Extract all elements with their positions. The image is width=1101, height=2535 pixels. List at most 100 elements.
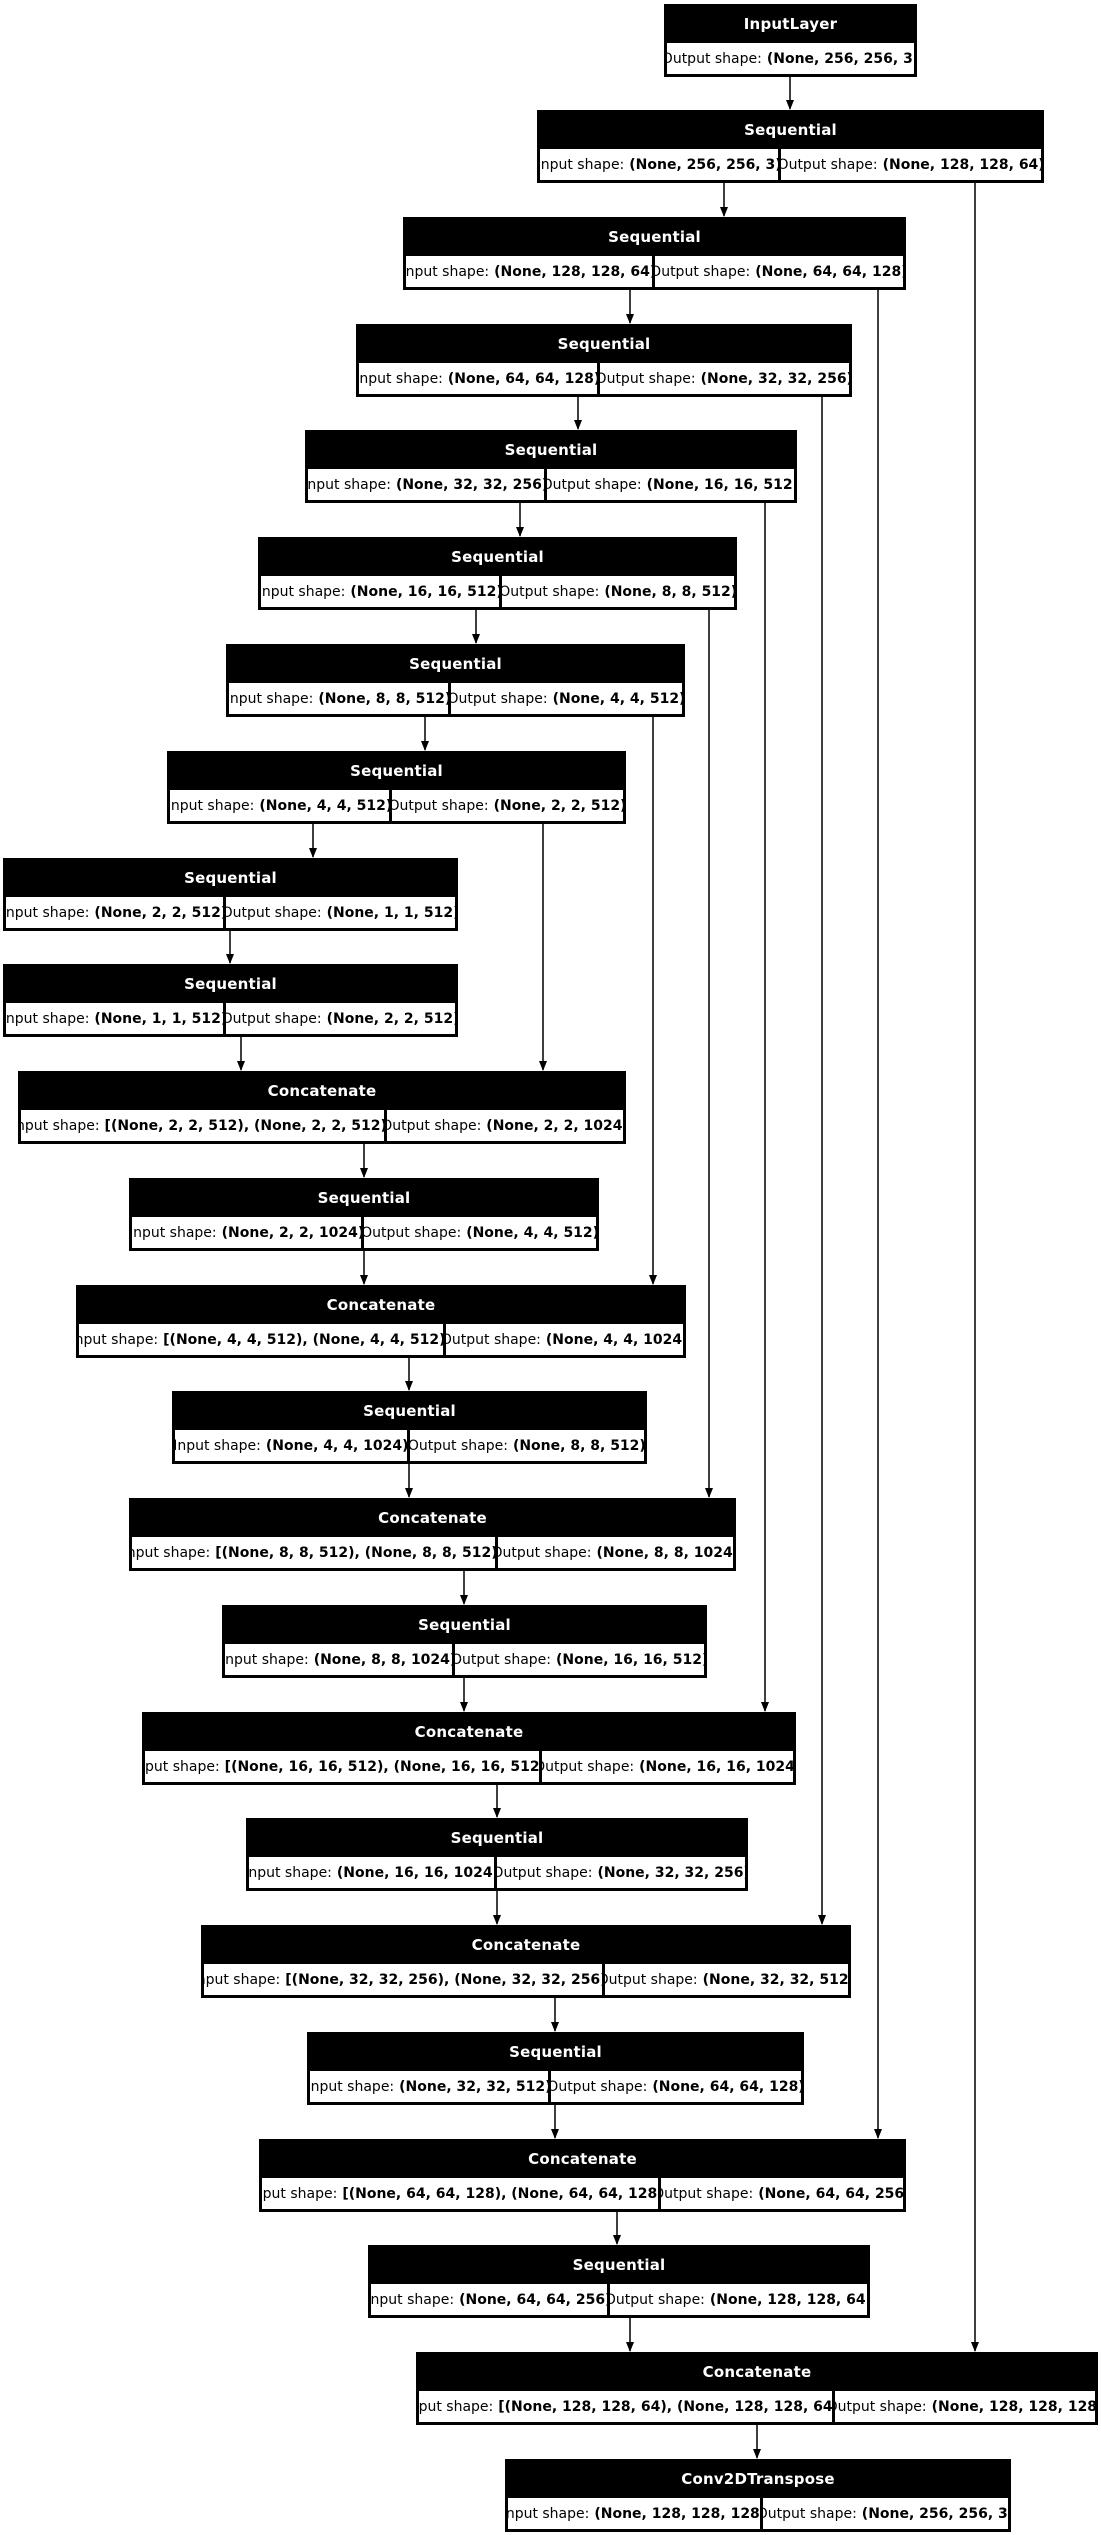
layer-type-title: Sequential: [184, 974, 277, 993]
output-shape-value: (None, 64, 64, 256): [758, 2185, 903, 2202]
input-shape-value: [(None, 8, 8, 512), (None, 8, 8, 512)]: [215, 1544, 495, 1561]
input-shape-label: Input shape:: [225, 1651, 309, 1668]
input-shape-label: Input shape:: [419, 2398, 494, 2415]
output-shape-label: Output shape:: [835, 2398, 927, 2415]
shape-row: Input shape:(None, 4, 4, 512)Output shap…: [167, 790, 626, 824]
layer-type-title: Sequential: [504, 440, 598, 459]
input-shape-label: Input shape:: [249, 1864, 332, 1881]
layer-type-title: Concatenate: [471, 1935, 581, 1954]
input-shape-label: Input shape:: [204, 1971, 281, 1988]
output-shape-label: Output shape:: [451, 690, 548, 707]
input-shape-value: (None, 128, 128, 64): [494, 263, 652, 280]
input-shape-value: (None, 256, 256, 3): [629, 156, 779, 173]
input-shape-label: Input shape:: [6, 904, 90, 921]
shape-row: Input shape:[(None, 16, 16, 512), (None,…: [142, 1751, 796, 1785]
output-shape-value: (None, 4, 4, 512): [466, 1224, 596, 1241]
input-shape-cell: Input shape:(None, 128, 128, 128): [508, 2498, 760, 2529]
output-shape-value: (None, 4, 4, 1024): [545, 1331, 683, 1348]
input-shape-cell: Input shape:(None, 8, 8, 1024): [225, 1644, 453, 1675]
output-shape-value: (None, 256, 256, 3): [766, 50, 914, 67]
shape-row: Input shape:[(None, 32, 32, 256), (None,…: [201, 1964, 851, 1998]
input-shape-label: Input shape:: [406, 263, 490, 280]
output-shape-label: Output shape:: [599, 370, 696, 387]
input-shape-value: (None, 32, 32, 512): [399, 2078, 548, 2095]
input-shape-value: [(None, 64, 64, 128), (None, 64, 64, 128…: [342, 2185, 658, 2202]
output-shape-label: Output shape:: [542, 1758, 635, 1775]
output-shape-cell: Output shape:(None, 128, 128, 64): [609, 2284, 867, 2315]
input-shape-cell: Input shape:(None, 128, 128, 64): [406, 256, 652, 287]
output-shape-label: Output shape:: [364, 1224, 462, 1241]
input-shape-value: (None, 2, 2, 512): [94, 904, 224, 921]
input-shape-cell: Input shape:(None, 256, 256, 3): [540, 149, 779, 180]
input-shape-cell: Input shape:(None, 2, 2, 512): [6, 897, 224, 928]
shape-row: Input shape:(None, 16, 16, 512)Output sh…: [258, 576, 737, 610]
shape-row: Input shape:[(None, 4, 4, 512), (None, 4…: [76, 1324, 686, 1358]
output-shape-cell: Output shape:(None, 8, 8, 512): [409, 1430, 644, 1461]
output-shape-label: Output shape:: [762, 2505, 857, 2522]
input-shape-label: Input shape:: [508, 2505, 590, 2522]
output-shape-cell: Output shape:(None, 256, 256, 3): [667, 43, 914, 74]
input-shape-cell: Input shape:(None, 4, 4, 512): [170, 790, 389, 821]
output-shape-label: Output shape:: [546, 476, 642, 493]
shape-row: Input shape:(None, 128, 128, 64)Output s…: [403, 256, 906, 290]
output-shape-label: Output shape:: [502, 583, 600, 600]
output-shape-label: Output shape:: [660, 2185, 754, 2202]
layer-type-title: Conv2DTranspose: [681, 2469, 835, 2488]
layer-type-title: Sequential: [572, 2255, 666, 2274]
output-shape-value: (None, 32, 32, 256): [700, 370, 849, 387]
output-shape-cell: Output shape:(None, 32, 32, 256): [497, 1857, 745, 1888]
output-shape-value: (None, 64, 64, 128): [755, 263, 903, 280]
output-shape-label: Output shape:: [446, 1331, 541, 1348]
shape-row: Input shape:(None, 128, 128, 128)Output …: [505, 2498, 1011, 2532]
output-shape-cell: Output shape:(None, 4, 4, 512): [364, 1217, 596, 1248]
input-shape-cell: Input shape:(None, 8, 8, 512): [229, 683, 448, 714]
output-shape-cell: Output shape:(None, 16, 16, 512): [546, 469, 794, 500]
layer-type-title: Sequential: [350, 761, 443, 780]
input-shape-value: (None, 4, 4, 1024): [265, 1437, 407, 1454]
layer-type-title: Sequential: [608, 227, 701, 246]
layer-type-title: Concatenate: [702, 2362, 812, 2381]
output-shape-label: Output shape:: [550, 2078, 648, 2095]
shape-row: Input shape:(None, 32, 32, 512)Output sh…: [307, 2071, 804, 2105]
input-shape-cell: Input shape:(None, 4, 4, 1024): [175, 1430, 407, 1461]
layer-type-title: Sequential: [744, 120, 837, 139]
shape-row: Input shape:(None, 4, 4, 1024)Output sha…: [172, 1430, 647, 1464]
input-shape-value: [(None, 32, 32, 256), (None, 32, 32, 256…: [285, 1971, 602, 1988]
input-shape-label: Input shape:: [145, 1758, 220, 1775]
output-shape-value: (None, 128, 128, 64): [709, 2291, 867, 2308]
output-shape-value: (None, 8, 8, 512): [512, 1437, 644, 1454]
input-shape-cell: Input shape:[(None, 16, 16, 512), (None,…: [145, 1751, 540, 1782]
output-shape-label: Output shape:: [387, 1117, 482, 1134]
input-shape-value: (None, 4, 4, 512): [259, 797, 389, 814]
input-shape-label: Input shape:: [175, 1437, 261, 1454]
layer-type-title: Sequential: [509, 2042, 602, 2061]
input-shape-cell: Input shape:(None, 1, 1, 512): [6, 1003, 224, 1034]
shape-row: Input shape:(None, 64, 64, 128)Output sh…: [356, 363, 852, 397]
input-shape-value: (None, 64, 64, 256): [459, 2291, 607, 2308]
input-shape-label: Input shape:: [6, 1010, 90, 1027]
output-shape-label: Output shape:: [667, 50, 762, 67]
input-shape-cell: Input shape:[(None, 2, 2, 512), (None, 2…: [21, 1110, 385, 1141]
output-shape-value: (None, 8, 8, 512): [604, 583, 734, 600]
layer-type-title: Concatenate: [378, 1508, 487, 1527]
output-shape-value: (None, 16, 16, 1024): [639, 1758, 793, 1775]
output-shape-label: Output shape:: [392, 797, 489, 814]
output-shape-label: Output shape:: [781, 156, 878, 173]
shape-row: Input shape:[(None, 128, 128, 64), (None…: [416, 2391, 1098, 2425]
input-shape-label: Input shape:: [359, 370, 443, 387]
input-shape-label: Input shape:: [79, 1331, 159, 1348]
input-shape-value: [(None, 2, 2, 512), (None, 2, 2, 512)]: [104, 1117, 385, 1134]
